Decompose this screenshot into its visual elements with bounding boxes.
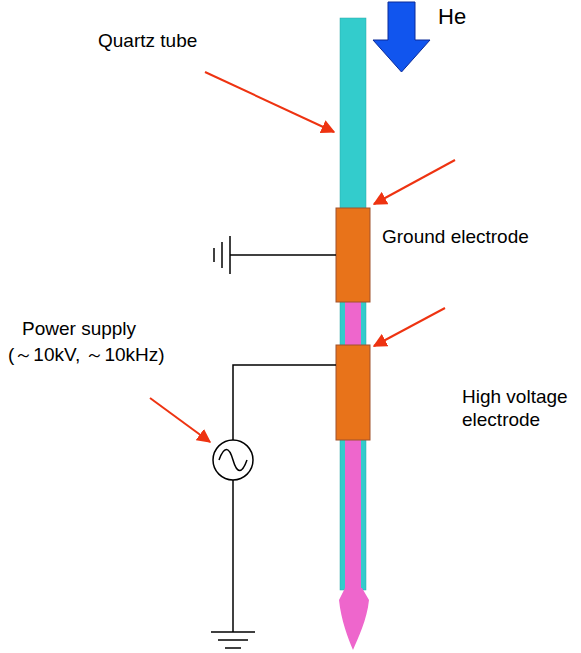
gas-label: He: [438, 4, 466, 30]
plasma-plume: [339, 588, 369, 650]
leader-arrow: [205, 72, 334, 132]
ground-symbol: [229, 236, 231, 274]
leader-arrow: [150, 398, 210, 442]
hv-wire: [233, 365, 336, 440]
supply-ground-wire: [232, 480, 234, 632]
leader-arrow: [374, 160, 455, 204]
ground-symbol: [213, 248, 215, 262]
part-label: Ground electrode: [382, 226, 529, 249]
ground-symbol: [218, 639, 248, 641]
high-voltage-electrode: [336, 345, 370, 440]
part-label: High voltage electrode: [462, 386, 576, 432]
ac-sine: [219, 450, 247, 471]
gas-flow-arrow: [373, 2, 430, 72]
ground-symbol: [225, 647, 241, 649]
ac-source-symbol: [213, 440, 253, 480]
ground-symbol: [221, 242, 223, 268]
spec-label: (～10kV, ～10kHz): [8, 344, 165, 367]
ground-symbol: [211, 631, 255, 633]
ground-electrode: [336, 208, 370, 302]
part-label: Power supply: [22, 318, 136, 341]
quartz-tube: [340, 18, 366, 590]
ground-wire: [230, 254, 336, 256]
leader-arrow: [374, 308, 445, 346]
part-label: Quartz tube: [98, 30, 197, 53]
